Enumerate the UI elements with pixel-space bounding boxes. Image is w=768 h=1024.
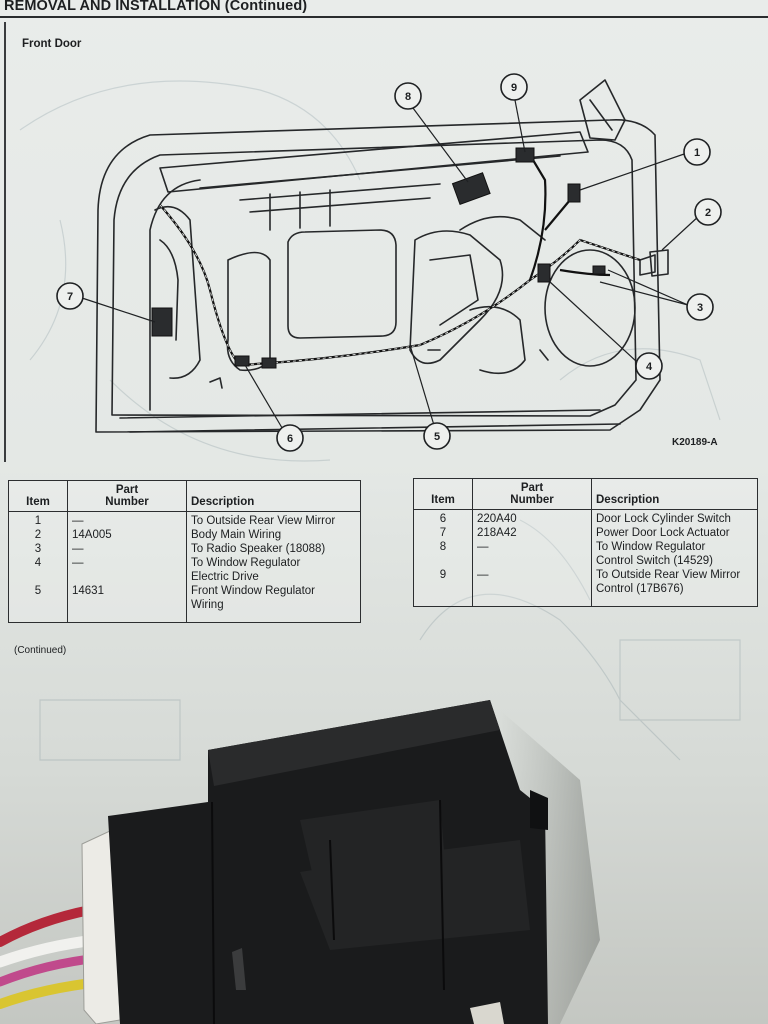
callout-label-3: 3 [697,302,703,314]
table-row: 3—To Radio Speaker (18088) [8,542,361,556]
door-inner-shell [111,139,637,417]
cast-shadow [500,710,600,1024]
front-door-wiring-diagram: 1 2 3 4 5 6 7 8 9 [56,73,722,452]
parts-table-left: Item Part Number Description 1—To Outsid… [8,480,361,623]
table-row: 8—To Window Regulator Control Switch (14… [413,540,758,568]
speaker-outline [544,249,636,367]
cell-description: To Window Regulator Control Switch (1452… [591,540,758,568]
callout-6 [276,424,304,452]
door-outer-shell [95,118,661,433]
callout-label-7: 7 [67,291,73,303]
cell-part-number: — [67,511,187,528]
header-item: Item [8,480,68,512]
connector-block-7 [151,307,173,337]
cell-item: 2 [8,528,68,542]
red-wire [0,905,95,947]
figure-title: Front Door [22,38,82,50]
table-row: 9—To Outside Rear View Mirror Control (1… [413,568,758,607]
cell-description: To Outside Rear View Mirror Control (17B… [591,568,758,607]
callout-label-1: 1 [694,147,700,159]
connector-block-4 [537,263,551,283]
callout-5 [423,422,451,450]
callout-3 [686,293,714,321]
connector-block-1 [567,183,581,203]
figure-frame-left [4,22,6,462]
figure-id: K20189-A [672,437,718,448]
cell-description: Power Door Lock Actuator [591,526,758,540]
header-item: Item [413,478,473,510]
cell-description: Front Window Regulator Wiring [186,584,361,623]
callout-9 [500,73,528,101]
cell-part-number: 218A42 [472,526,592,540]
screw-post [470,1002,504,1024]
cell-item: 9 [413,568,473,607]
cell-item: 7 [413,526,473,540]
cell-item: 3 [8,542,68,556]
callout-label-6: 6 [287,433,293,445]
cell-item: 8 [413,540,473,568]
cell-item: 1 [8,511,68,528]
callout-4 [635,352,663,380]
cell-description: To Radio Speaker (18088) [186,542,361,556]
cell-description: To Window Regulator Electric Drive [186,556,361,584]
callout-1 [683,138,711,166]
table-row: 1—To Outside Rear View Mirror [8,511,361,528]
cell-part-number: — [67,542,187,556]
locking-tab [232,948,246,990]
cell-part-number: — [472,540,592,568]
callout-7 [56,282,84,310]
callout-label-8: 8 [405,91,411,103]
callout-2 [694,198,722,226]
cell-part-number: — [67,556,187,584]
cell-part-number: 14A005 [67,528,187,542]
panel-opening [287,229,397,339]
header-part-number: Part Number [67,480,187,512]
connector-block-9 [515,147,535,163]
callout-8 [394,82,422,110]
header-description: Description [591,478,758,510]
header-part-number: Part Number [472,478,592,510]
connector-block-3 [592,265,606,275]
page-header: REMOVAL AND INSTALLATION (Continued) [4,0,308,14]
header-rule [0,16,768,18]
cell-item: 5 [8,584,68,623]
callout-label-9: 9 [511,82,517,94]
callout-label-2: 2 [705,207,711,219]
continued-note: (Continued) [14,645,67,656]
cell-description: To Outside Rear View Mirror [186,511,361,528]
wire-boot [81,829,121,1024]
cell-part-number: 220A40 [472,509,592,526]
cell-item: 4 [8,556,68,584]
cell-description: Door Lock Cylinder Switch [591,509,758,526]
table-header-row: Item Part Number Description [413,478,758,510]
cell-part-number: 14631 [67,584,187,623]
table-header-row: Item Part Number Description [8,480,361,512]
header-part-label: Part Number [105,484,149,508]
header-description: Description [186,480,361,512]
cell-description: Body Main Wiring [186,528,361,542]
connector-photo [0,700,600,1024]
connector-block-6b [261,357,277,369]
wiring-harness [159,204,641,367]
cell-part-number: — [472,568,592,607]
callout-label-5: 5 [434,431,440,443]
connector-block-6a [234,355,250,367]
callout-label-4: 4 [646,361,653,373]
connector-block-8 [451,172,491,206]
header-part-label: Part Number [510,482,554,506]
table-row: 4—To Window Regulator Electric Drive [8,556,361,584]
cell-item: 6 [413,509,473,526]
mirror-mount [579,79,626,141]
